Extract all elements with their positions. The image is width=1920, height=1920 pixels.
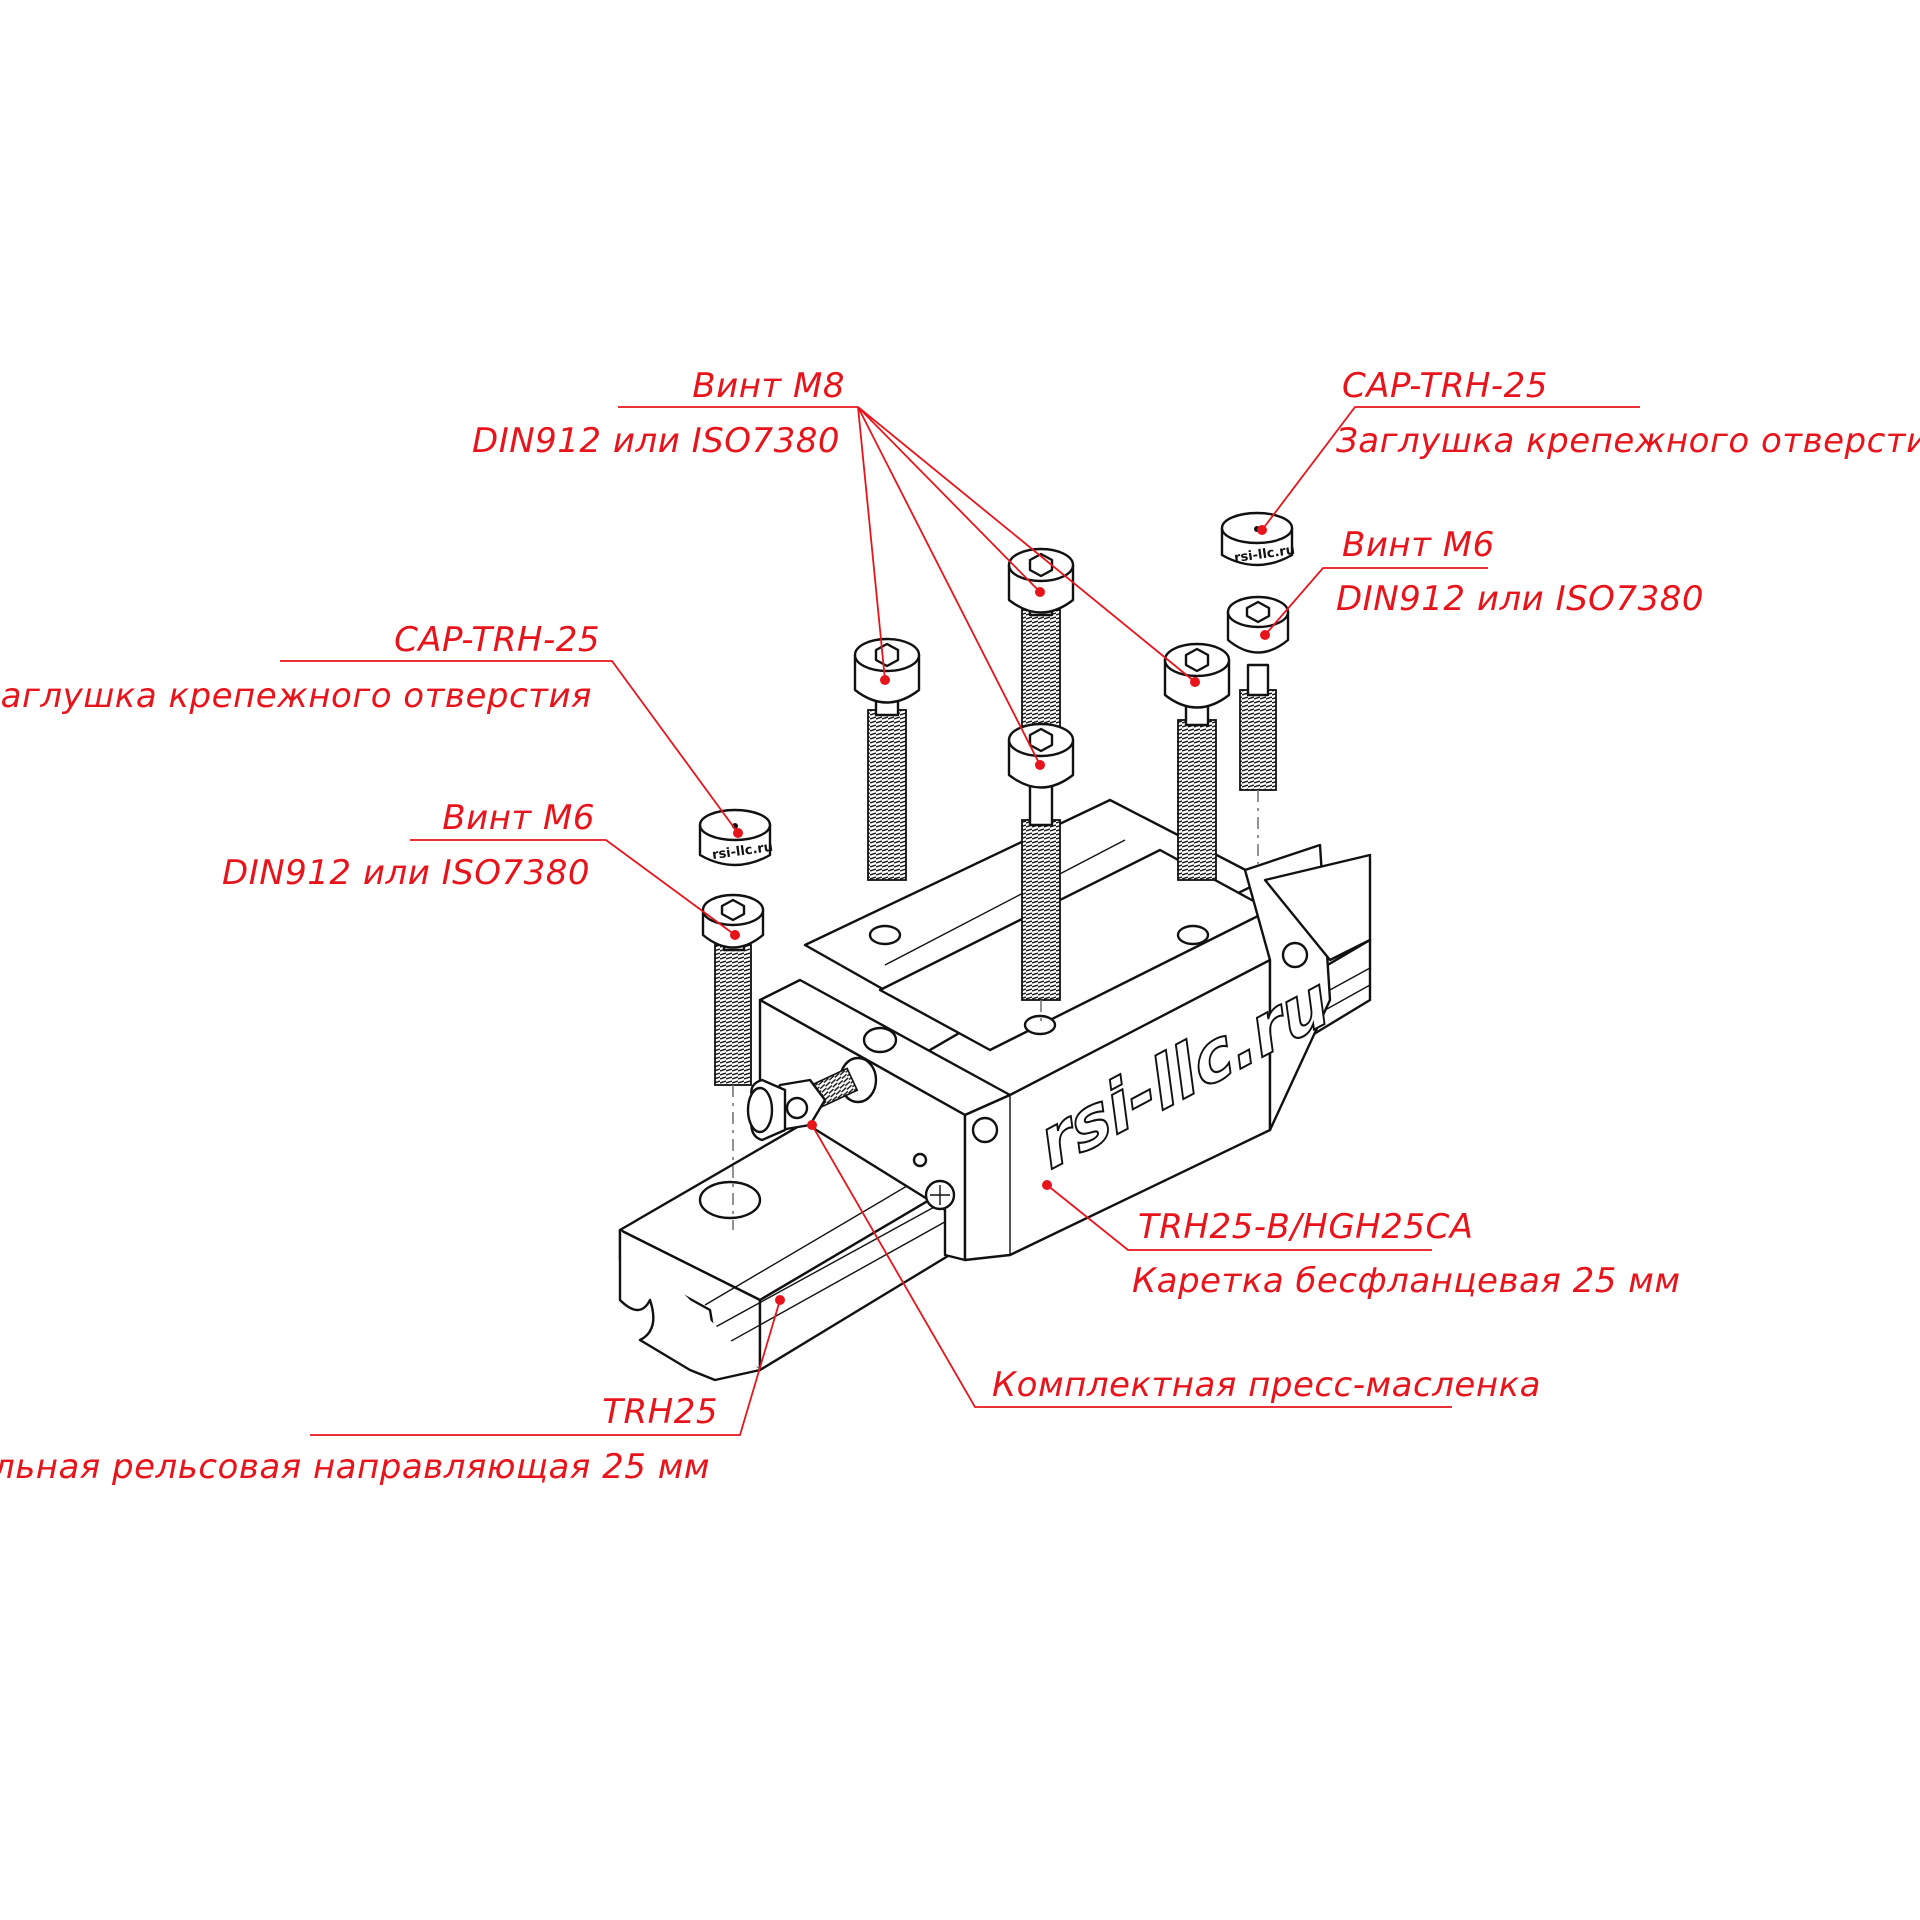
label-rail-title: TRH25 — [602, 1392, 718, 1432]
label-rail-subtitle: Профильная рельсовая направляющая 25 мм — [0, 1447, 710, 1487]
grease-nipple — [746, 1067, 859, 1142]
label-bolt-m6-right-title: Винт M6 — [1342, 525, 1495, 565]
screw-m6-right — [1226, 595, 1290, 791]
label-cap-right-subtitle: Заглушка крепежного отверстия — [1336, 421, 1920, 461]
label-cap-left-subtitle: Заглушка крепежного отверстия — [0, 676, 592, 716]
label-bolt-m8-title: Винт M8 — [692, 366, 845, 406]
label-bolt-m6-left-subtitle: DIN912 или ISO7380 — [222, 853, 590, 893]
centerlines — [732, 790, 1259, 1230]
label-carriage-subtitle: Каретка бесфланцевая 25 мм — [1132, 1261, 1680, 1301]
label-cap-left-title: CAP-TRH-25 — [394, 620, 600, 660]
cap-left: rsi-llc.ru — [698, 808, 774, 867]
label-carriage-title: TRH25-B/HGH25CA — [1138, 1207, 1474, 1247]
screw-m8-3 — [1007, 722, 1075, 1001]
leader-lines — [280, 406, 1640, 1436]
label-cap-right-title: CAP-TRH-25 — [1342, 366, 1548, 406]
screw-m6-left — [701, 893, 765, 1086]
label-bolt-m6-right-subtitle: DIN912 или ISO7380 — [1336, 579, 1704, 619]
label-bolt-m8-subtitle: DIN912 или ISO7380 — [472, 421, 840, 461]
screw-m8-1 — [853, 637, 921, 881]
annotation-labels: Винт M8 DIN912 или ISO7380 CAP-TRH-25 За… — [0, 366, 1920, 1487]
label-grease-nipple: Комплектная пресс-масленка — [992, 1365, 1541, 1405]
cap-right: rsi-llc.ru — [1220, 511, 1296, 566]
label-bolt-m6-left-title: Винт M6 — [442, 798, 595, 838]
